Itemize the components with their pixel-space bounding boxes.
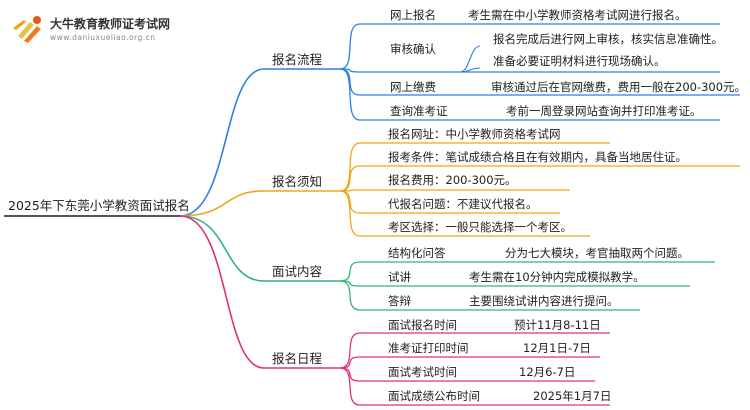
item-desc: 2025年1月7日	[533, 389, 612, 403]
item-desc: 考生需在10分钟内完成模拟教学。	[469, 270, 645, 284]
root-node: 2025年下东莞小学教资面试报名	[8, 198, 190, 213]
branch-connector	[179, 215, 265, 369]
item-title: 代报名问题：不建议代报名。	[388, 197, 538, 211]
item-title: 报考条件：笔试成绩合格且在有效期内，具备当地居住证。	[388, 150, 687, 164]
branch-connector	[179, 215, 265, 282]
item-desc: 12月1日-7日	[523, 341, 591, 355]
item-title: 查询准考证	[390, 104, 448, 118]
branch-connector	[179, 190, 265, 217]
item-title: 结构化问答	[388, 246, 446, 260]
branch-label: 报名流程	[272, 52, 323, 67]
branch-label: 面试内容	[272, 264, 323, 279]
item-connector	[339, 332, 361, 369]
item-desc: 预计11月8-11日	[514, 318, 601, 332]
item-title: 准考证打印时间	[388, 341, 469, 355]
item-title: 审核确认	[390, 42, 436, 56]
item-title: 报名费用：200-300元。	[388, 173, 517, 187]
item-desc: 考生需在中小学教师资格考试网进行报名。	[468, 8, 687, 22]
item-desc: 报名完成后进行网上审核，核实信息准确性。	[493, 32, 723, 46]
logo-url: www.daniuxueliao.org.cn	[50, 33, 156, 42]
item-desc: 12月6-7日	[519, 365, 576, 379]
item-connector	[339, 367, 361, 406]
item-connector	[339, 280, 361, 311]
item-title: 试讲	[388, 270, 411, 284]
item-title: 面试考试时间	[388, 365, 457, 379]
site-logo[interactable]: 大牛教育教师证考试网 www.daniuxueliao.org.cn	[10, 10, 250, 52]
book-icon	[13, 16, 41, 43]
item-connector	[339, 190, 361, 237]
item-title: 网上报名	[390, 8, 436, 22]
item-title: 面试报名时间	[388, 318, 457, 332]
logo-title: 大牛教育教师证考试网	[50, 17, 171, 31]
item-desc: 分为七大模块，考官抽取两个问题。	[505, 246, 689, 260]
item-desc: 主要围绕试讲内容进行提问。	[469, 294, 619, 308]
branch-label: 报名日程	[272, 351, 323, 366]
item-connector	[339, 356, 361, 369]
item-connector	[339, 23, 361, 70]
item-connector	[339, 261, 361, 282]
item-desc: 考前一周登录网站查询并打印准考证。	[506, 104, 702, 118]
branch-label: 报名须知	[272, 174, 323, 189]
item-desc: 审核通过后在官网缴费，费用一般在200-300元。	[491, 80, 747, 94]
sub-connector	[459, 45, 481, 73]
branch-connector	[179, 68, 265, 217]
item-title: 答辩	[388, 294, 411, 308]
item-connector	[339, 165, 361, 192]
item-title: 网上缴费	[390, 80, 436, 94]
item-connector	[339, 68, 361, 121]
item-title: 面试成绩公布时间	[388, 389, 480, 403]
item-desc: 准备必要证明材料进行现场确认。	[493, 54, 666, 68]
item-title: 报名网址：中小学教师资格考试网	[388, 127, 561, 141]
item-connector	[339, 142, 361, 192]
item-title: 考区选择：一般只能选择一个考区。	[388, 220, 572, 234]
sub-connector	[459, 67, 481, 73]
